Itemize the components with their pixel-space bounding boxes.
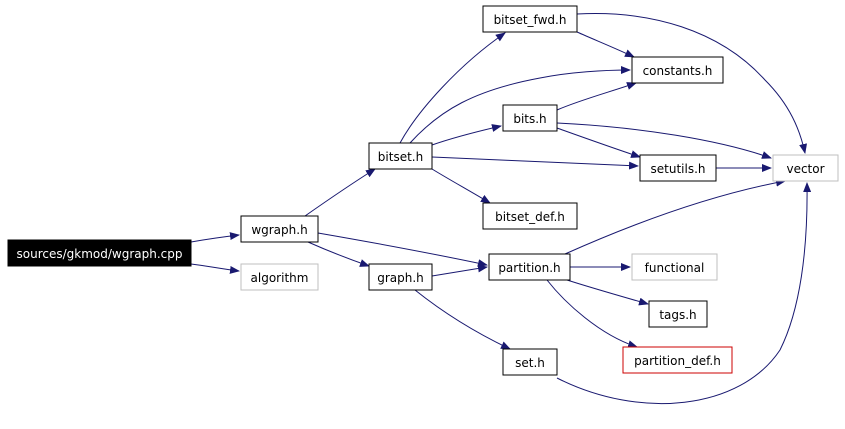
edge-bits-h-to-constants-h — [556, 82, 637, 111]
edge-bitset-h-to-bits-h — [431, 124, 502, 146]
node-algorithm[interactable]: algorithm — [240, 263, 319, 291]
node-label: sources/gkmod/wgraph.cpp — [17, 247, 183, 261]
node-label: tags.h — [659, 308, 696, 322]
node-box — [639, 154, 717, 182]
node-box — [502, 104, 558, 132]
node-label: graph.h — [377, 271, 424, 285]
node-setutils-h[interactable]: setutils.h — [639, 154, 717, 182]
edge-graph-h-to-set-h — [414, 289, 511, 350]
node-label: functional — [645, 261, 705, 275]
nodes-layer: sources/gkmod/wgraph.cpp wgraph.h algorith… — [7, 5, 839, 376]
edge-bitset-h-to-bitset-def-h — [431, 168, 491, 204]
node-box — [240, 215, 319, 243]
edge-set-h-to-vector — [556, 182, 812, 405]
node-label: bitset.h — [378, 150, 423, 164]
node-label: set.h — [515, 356, 545, 370]
node-box — [488, 253, 571, 281]
node-tags-h[interactable]: tags.h — [648, 300, 708, 328]
node-label: bits.h — [513, 112, 546, 126]
node-box — [631, 56, 724, 84]
node-vector[interactable]: vector — [772, 154, 839, 182]
node-label: vector — [786, 162, 824, 176]
node-box — [482, 5, 578, 33]
node-label: bitset_fwd.h — [494, 13, 567, 27]
edge-wgraph-cpp-to-algorithm — [190, 263, 240, 274]
node-bitset-h[interactable]: bitset.h — [368, 142, 433, 170]
node-partition-def-h[interactable]: partition_def.h — [622, 346, 733, 374]
edges-layer — [190, 13, 812, 405]
edge-bitset-fwd-h-to-constants-h — [576, 31, 635, 58]
node-box — [631, 253, 718, 281]
node-box — [368, 263, 433, 291]
node-box — [622, 346, 733, 374]
node-box — [7, 239, 192, 267]
node-box — [502, 348, 558, 376]
node-label: wgraph.h — [251, 223, 307, 237]
node-label: partition.h — [498, 261, 560, 275]
edge-bitset-fwd-h-to-vector — [576, 13, 807, 154]
edge-partition-h-to-tags-h — [566, 279, 649, 306]
node-bits-h[interactable]: bits.h — [502, 104, 558, 132]
edge-wgraph-h-to-bitset-h — [304, 168, 376, 217]
edge-bitset-h-to-bitset-fwd-h — [399, 32, 506, 144]
node-box — [368, 142, 433, 170]
node-label: partition_def.h — [634, 354, 721, 368]
node-bitset-def-h[interactable]: bitset_def.h — [482, 202, 578, 230]
node-functional[interactable]: functional — [631, 253, 718, 281]
edge-wgraph-h-to-graph-h — [307, 241, 370, 267]
edge-bits-h-to-vector — [556, 122, 772, 159]
edge-partition-h-to-vector — [564, 178, 786, 255]
node-box — [482, 202, 578, 230]
node-partition-h[interactable]: partition.h — [488, 253, 571, 281]
edge-partition-h-to-partition-def-h — [546, 279, 638, 349]
edge-wgraph-cpp-to-wgraph-h — [190, 232, 240, 243]
edge-wgraph-h-to-partition-h — [317, 232, 488, 268]
edge-graph-h-to-partition-h — [431, 264, 488, 277]
node-wgraph-h[interactable]: wgraph.h — [240, 215, 319, 243]
node-label: algorithm — [251, 271, 309, 285]
node-set-h[interactable]: set.h — [502, 348, 558, 376]
node-label: setutils.h — [651, 162, 706, 176]
node-label: bitset_def.h — [495, 210, 565, 224]
node-bitset-fwd-h[interactable]: bitset_fwd.h — [482, 5, 578, 33]
node-box — [240, 263, 319, 291]
edge-bits-h-to-setutils-h — [556, 127, 641, 158]
node-constants-h[interactable]: constants.h — [631, 56, 724, 84]
node-box — [648, 300, 708, 328]
edge-bitset-h-to-constants-h — [409, 66, 631, 144]
node-wgraph-cpp[interactable]: sources/gkmod/wgraph.cpp — [7, 239, 192, 267]
edge-bitset-h-to-setutils-h — [431, 156, 639, 170]
node-label: constants.h — [643, 64, 713, 78]
node-graph-h[interactable]: graph.h — [368, 263, 433, 291]
node-box — [772, 154, 839, 182]
